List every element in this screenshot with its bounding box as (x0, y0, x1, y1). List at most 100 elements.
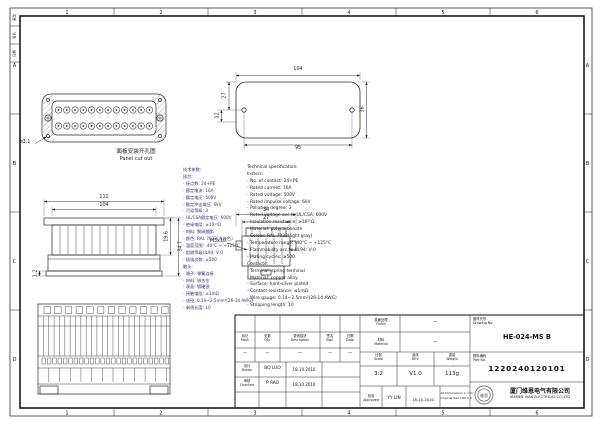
hole-dia-leader (34, 136, 47, 144)
spec-line: 插芯: (183, 173, 193, 179)
spec-line: - 插拔次数: ≥500 (183, 256, 217, 262)
grid-row-label: A (586, 63, 590, 69)
grid-row-label: B (586, 161, 590, 167)
view-side-elevation (43, 217, 165, 277)
mounting-hole (46, 98, 50, 102)
mounting-hole (46, 134, 50, 138)
spec-line: - 接触电阻: ≤1mΩ (183, 291, 219, 297)
cutout-screw-hole (241, 107, 247, 113)
rev-dash: — (242, 351, 248, 356)
finish-value: — (432, 320, 438, 325)
grid-col-label: 3 (253, 411, 256, 417)
terminal-ribs (59, 226, 149, 254)
view-end (235, 227, 297, 280)
spec-line: 触头: (183, 263, 193, 269)
dim-screw-callout: M3x10 (209, 239, 226, 244)
spec-line: - Insulation resistance: ≥10¹⁰Ω (247, 220, 315, 226)
grid-col-label: 1 (65, 10, 68, 16)
rev-dash: — (297, 351, 303, 356)
spec-line: - 颜色: RAL 7032(浅灰色) (183, 236, 233, 242)
spec-line: - Material: polycarbonate (247, 227, 303, 233)
grid-row-label: D (586, 357, 590, 363)
spec-line: - Material: copper alloy (247, 275, 298, 281)
panel-cutout-label-cn: 面板安装开孔图 (116, 148, 156, 155)
weight-value: 113g (445, 370, 459, 377)
dim-side-1-2: 1.2 (33, 269, 39, 277)
spec-line: - Colour: RAL 7032(light gray) (247, 234, 313, 240)
approved-name: YY LIN (387, 396, 401, 401)
contact-holes (55, 106, 153, 130)
spec-line: - 端子: 弹簧连接 (183, 270, 214, 276)
spec-line: - Rated voltage: 500V (247, 192, 295, 198)
spec-line: - 额定冲击电压: 6kV (183, 201, 222, 207)
checked-name: P RAO (265, 381, 279, 386)
spec-line: - Contact resistance: ≤1mΩ (247, 289, 308, 295)
checked-date: 18.10.2010 (292, 381, 316, 387)
company-name-cn: 厦门维恩电气有限公司 (509, 387, 570, 395)
approved-date: 18.10.2010 (412, 396, 434, 402)
spec-line: - 接点数: 24+PE (183, 180, 216, 186)
spec-line: - Rated impulse voltage: 6kV (247, 199, 311, 205)
dimensions-note: All Dimensions in mm Original Size DIN A… (440, 391, 474, 401)
screw-leader (226, 242, 248, 251)
mounting-hole (158, 134, 162, 138)
spec-line: - 温度范围: -40°C ~ +125°C (183, 242, 240, 248)
company-logo (474, 385, 494, 405)
part-no-value: 1220240120101 (488, 364, 566, 373)
terminal-slots (41, 306, 169, 382)
note-line-1: All Dimensions in mm (440, 391, 474, 395)
rev-value: V1.0 (409, 370, 422, 377)
view-panel-cutout (235, 81, 361, 139)
spec-line: - Mating cycles: ≥500 (247, 254, 295, 260)
spec-line: - 污染等级: 3 (183, 208, 208, 214)
view-insert-face (41, 93, 167, 143)
spec-line: Technical specification: (247, 165, 298, 170)
scale-value: 3:2 (374, 370, 383, 377)
spec-line: - 剥线长度: 10 (183, 305, 211, 311)
dim-hole-dia: ø3.1 (19, 140, 31, 145)
grid-row-label: B (13, 161, 17, 167)
dim-cutout-27: 27 (222, 92, 228, 99)
drawing-no-value: HE-024-MS B (503, 333, 551, 341)
corner-strip-label: 更改 (12, 14, 17, 21)
grid-col-label: 2 (159, 411, 162, 417)
spec-line: - 材料: 铜合金 (183, 277, 210, 283)
title-block-grid (234, 314, 585, 409)
cutout-screw-hole (349, 107, 355, 113)
spec-list-chinese: 技术参数:插芯:- 接点数: 24+PE- 额定电流: 16A- 额定电压: 5… (183, 167, 253, 312)
spec-line: - 阻燃等级UL94: V-0 (183, 249, 223, 255)
grid-col-label: 3 (253, 10, 256, 16)
material-value: — (432, 340, 438, 345)
grid-col-label: 4 (347, 411, 350, 417)
grid-row-label: A (13, 63, 17, 69)
drawn-name: BQ LUO (264, 366, 281, 371)
grid-row-label: C (586, 259, 590, 265)
spec-line: - 额定电流: 16A (183, 187, 214, 193)
spec-line: 技术参数: (183, 167, 202, 172)
spec-line: - Rated voltage acc.to UL/CSA: 600V (247, 213, 328, 219)
spec-line: - Stripping length: 10 (247, 303, 294, 309)
dim-cutout-width-bottom: 95 (294, 145, 302, 151)
mounting-hole (158, 98, 162, 102)
rev-dash: — (265, 351, 270, 356)
spec-line: - Terminal: spring terminal (247, 268, 305, 274)
rev-dash: — (347, 351, 353, 356)
grid-row-label: D (13, 357, 17, 363)
company-name-en: XIAMEN VIAN ELECTRICAL CO.,LTD (509, 394, 571, 399)
grid-col-label: 2 (159, 10, 162, 16)
dim-side-111: 111 (99, 194, 109, 200)
dim-side-104: 104 (99, 202, 109, 208)
spec-line: - No. of contact: 24+PE (247, 178, 299, 184)
